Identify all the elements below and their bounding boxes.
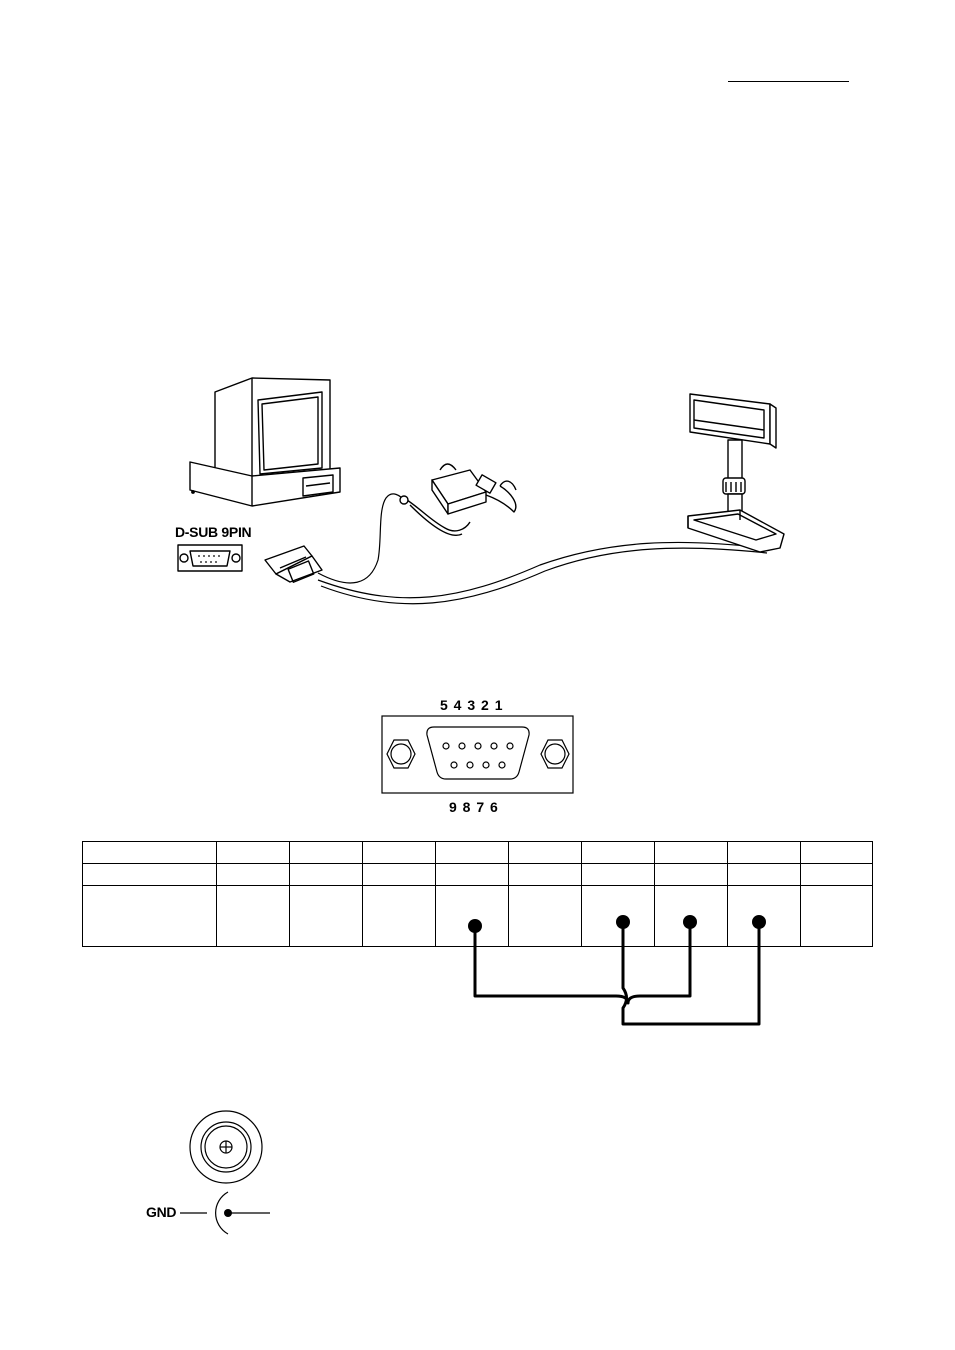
connector-frame (381, 715, 574, 794)
table-cell (362, 885, 436, 947)
right-screw-icon (540, 739, 570, 769)
customer-display-icon (687, 393, 785, 553)
table-row (82, 863, 873, 886)
left-screw-icon (386, 739, 416, 769)
dsub-9pin-label: D-SUB 9PIN (175, 524, 252, 540)
power-jack-outer-ring (189, 1110, 263, 1184)
jumper-wire-2 (621, 922, 761, 1026)
cable (317, 493, 768, 605)
header-rule (728, 81, 849, 82)
top-pin-numbers: 5 4 3 2 1 (440, 697, 503, 713)
table-cell (508, 885, 582, 947)
power-jack-inner-ring (200, 1121, 252, 1173)
table-cell (800, 885, 873, 947)
table-cell (82, 885, 217, 947)
jumper-wire-1 (473, 922, 692, 1005)
table-cell (435, 885, 509, 947)
gnd-label: GND (146, 1204, 177, 1220)
pc-icon (189, 377, 341, 507)
jumper-dot (683, 915, 697, 929)
serial-plug-icon (264, 545, 323, 583)
table-cell (727, 885, 801, 947)
table-cell (216, 885, 290, 947)
jumper-dot (752, 915, 766, 929)
pin-assignment-table (82, 841, 873, 947)
dsub-port-icon (177, 544, 243, 572)
bottom-pin-numbers: 9 8 7 6 (449, 799, 498, 815)
pin-holes (442, 742, 514, 769)
power-adapter-icon (399, 463, 517, 536)
table-row (82, 885, 873, 947)
jumper-dot (616, 915, 630, 929)
jumper-dot (468, 919, 482, 933)
connector-d-shell (426, 726, 530, 780)
jack-sleeve-arc (215, 1191, 229, 1235)
table-cell (581, 885, 655, 947)
table-cell (289, 885, 363, 947)
